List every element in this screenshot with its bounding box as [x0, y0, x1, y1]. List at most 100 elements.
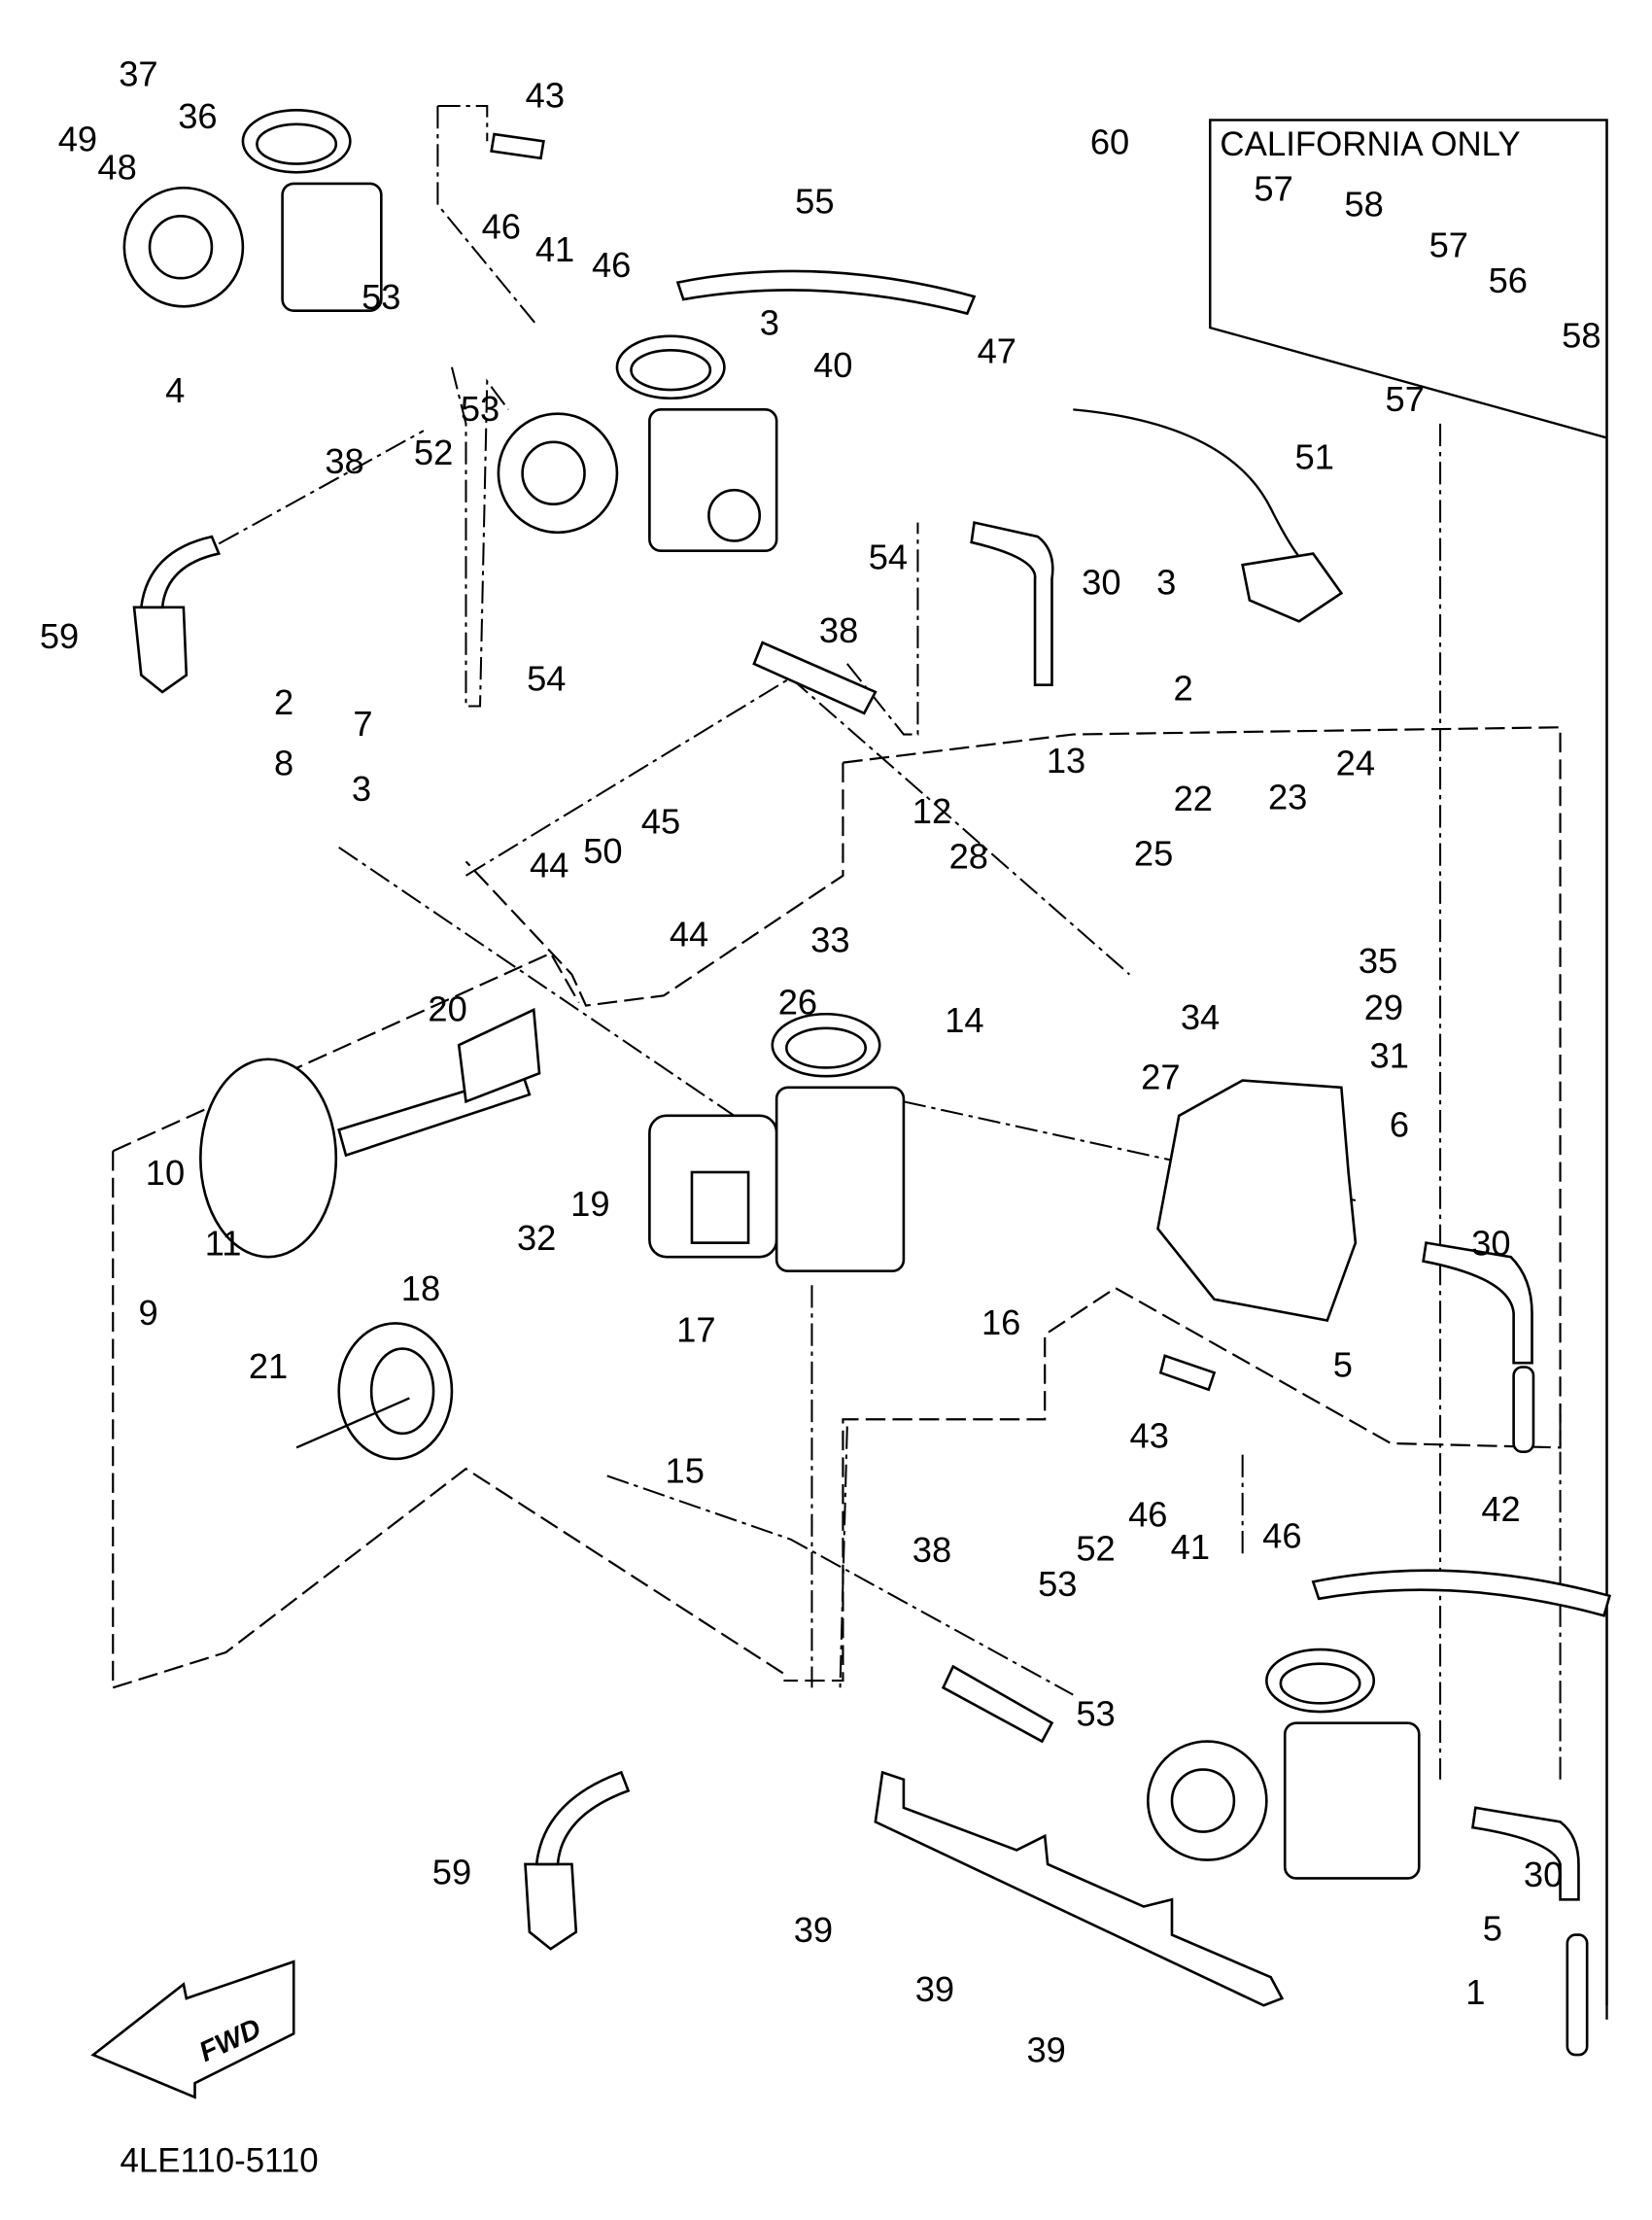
callout-27: 27	[1141, 1057, 1180, 1096]
callout-23: 23	[1268, 778, 1307, 817]
callout-28: 28	[949, 837, 988, 877]
hose-42	[1311, 1569, 1612, 1617]
callout-18: 18	[401, 1268, 440, 1308]
callout-57: 57	[1386, 379, 1425, 419]
callout-20: 20	[428, 989, 466, 1029]
callout-30: 30	[1082, 563, 1120, 603]
callout-3: 3	[352, 769, 371, 809]
hose-30	[970, 521, 1054, 687]
callout-52: 52	[1076, 1529, 1115, 1569]
callout-59: 59	[432, 1852, 471, 1891]
callout-52: 52	[414, 433, 453, 472]
callout-47: 47	[978, 330, 1016, 370]
callout-13: 13	[1047, 741, 1085, 780]
bracket	[874, 1770, 1285, 2007]
callout-53: 53	[361, 277, 400, 317]
callout-49: 49	[58, 119, 97, 158]
callout-39: 39	[915, 1969, 954, 2009]
callout-11: 11	[205, 1224, 242, 1264]
callout-48: 48	[97, 148, 136, 188]
callout-54: 54	[869, 538, 908, 577]
carburetor-3-top-mid	[497, 334, 778, 552]
callout-59: 59	[40, 616, 79, 656]
diaphragm-cover	[199, 1058, 338, 1259]
callout-43: 43	[1130, 1415, 1169, 1455]
callout-12: 12	[912, 791, 951, 831]
callout-26: 26	[778, 982, 817, 1022]
callout-43: 43	[526, 75, 565, 115]
callout-32: 32	[517, 1218, 556, 1258]
callout-4: 4	[165, 370, 185, 410]
callout-16: 16	[981, 1302, 1020, 1342]
callout-7: 7	[353, 704, 372, 744]
callout-21: 21	[249, 1346, 288, 1386]
callout-41: 41	[535, 229, 574, 269]
callout-44: 44	[670, 915, 708, 954]
callout-17: 17	[676, 1309, 715, 1349]
cable-47	[1073, 408, 1307, 567]
callout-2: 2	[274, 682, 293, 722]
callout-60: 60	[1090, 121, 1129, 161]
callout-8: 8	[274, 744, 293, 783]
callout-3: 3	[760, 302, 779, 342]
diaphragm-group-outline	[112, 952, 785, 1689]
callout-9: 9	[138, 1293, 157, 1333]
callout-45: 45	[641, 801, 680, 841]
callout-39: 39	[1026, 2029, 1065, 2069]
callout-40: 40	[813, 345, 852, 385]
carburetor-1-top-left	[122, 109, 383, 312]
callout-46: 46	[482, 207, 521, 247]
callout-24: 24	[1336, 744, 1375, 783]
callout-39: 39	[794, 1910, 833, 1950]
filter-59-bottom	[524, 1862, 578, 1951]
callout-53: 53	[1038, 1564, 1077, 1604]
carburetor-4-bottom-right	[1146, 1648, 1421, 1880]
callout-53: 53	[1076, 1694, 1115, 1734]
callout-55: 55	[795, 181, 834, 221]
callout-34: 34	[1181, 997, 1220, 1037]
callout-50: 50	[583, 831, 622, 871]
filter-59-top	[132, 606, 189, 694]
callout-22: 22	[1174, 779, 1213, 818]
callout-44: 44	[530, 845, 568, 885]
callout-56: 56	[1489, 260, 1528, 300]
callout-53: 53	[461, 389, 499, 429]
callout-58: 58	[1344, 184, 1383, 224]
forward-direction-arrow: FWD	[90, 1960, 295, 2099]
callout-33: 33	[810, 919, 849, 959]
callout-37: 37	[119, 54, 157, 94]
callout-6: 6	[1390, 1105, 1409, 1145]
callout-30: 30	[1524, 1855, 1563, 1894]
float-chamber	[1156, 1079, 1358, 1323]
callout-3: 3	[1156, 563, 1176, 603]
carburetor-2-group-outline	[465, 726, 1562, 1682]
callout-10: 10	[146, 1153, 185, 1193]
callout-46: 46	[1262, 1515, 1301, 1555]
callout-58: 58	[1562, 315, 1600, 355]
callout-41: 41	[1171, 1527, 1210, 1567]
callout-25: 25	[1134, 834, 1173, 874]
callout-19: 19	[570, 1184, 609, 1224]
callout-36: 36	[178, 96, 217, 136]
callout-5: 5	[1333, 1345, 1353, 1385]
callout-57: 57	[1429, 225, 1468, 264]
callout-38: 38	[325, 441, 363, 481]
callout-46: 46	[1128, 1495, 1167, 1535]
callout-31: 31	[1370, 1035, 1409, 1075]
carburetor-2-center	[648, 1012, 906, 1273]
drawing-code: 4LE110-5110	[120, 2142, 319, 2180]
callout-38: 38	[819, 610, 858, 650]
callout-15: 15	[666, 1451, 705, 1491]
callout-46: 46	[592, 245, 631, 285]
callout-38: 38	[912, 1530, 951, 1570]
callout-57: 57	[1254, 168, 1292, 208]
callout-14: 14	[945, 1000, 983, 1040]
california-only-label: CALIFORNIA ONLY	[1220, 125, 1520, 163]
callout-2: 2	[1174, 669, 1193, 709]
callout-35: 35	[1359, 941, 1397, 981]
callout-1: 1	[1465, 1972, 1485, 2012]
callout-29: 29	[1364, 988, 1403, 1027]
callout-51: 51	[1295, 436, 1334, 476]
callout-5: 5	[1483, 1908, 1502, 1948]
